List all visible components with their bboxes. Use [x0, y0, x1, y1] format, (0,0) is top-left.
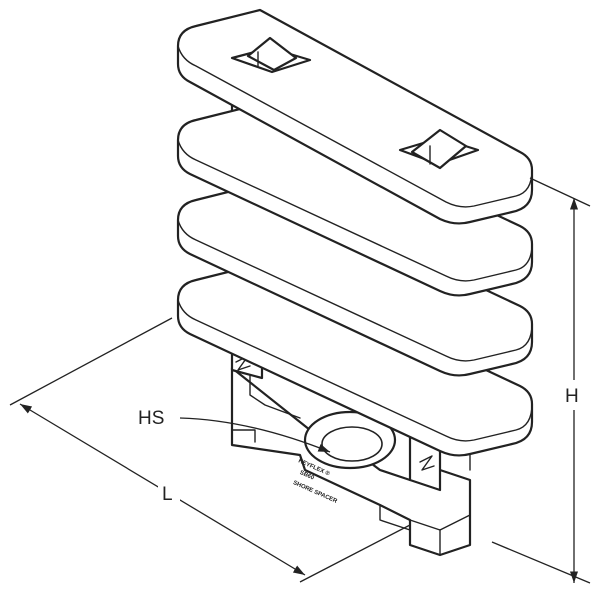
plate-2	[176, 102, 534, 297]
hole-spacer-callout: HS	[138, 408, 331, 453]
dimension-length: L	[9, 317, 411, 583]
plate-4	[176, 262, 534, 457]
top-tab-left	[230, 36, 312, 74]
dimension-label-h: H	[565, 386, 579, 407]
marking-line-2: SB60	[299, 470, 316, 482]
dimension-height: H	[491, 177, 591, 584]
top-tab-right	[398, 128, 480, 170]
marking-line-3: SHORE SPACER	[292, 480, 339, 505]
dimension-label-l: L	[162, 484, 173, 505]
hole-ring	[303, 410, 397, 470]
plate-3	[176, 182, 534, 377]
callout-label-hs: HS	[138, 408, 164, 429]
